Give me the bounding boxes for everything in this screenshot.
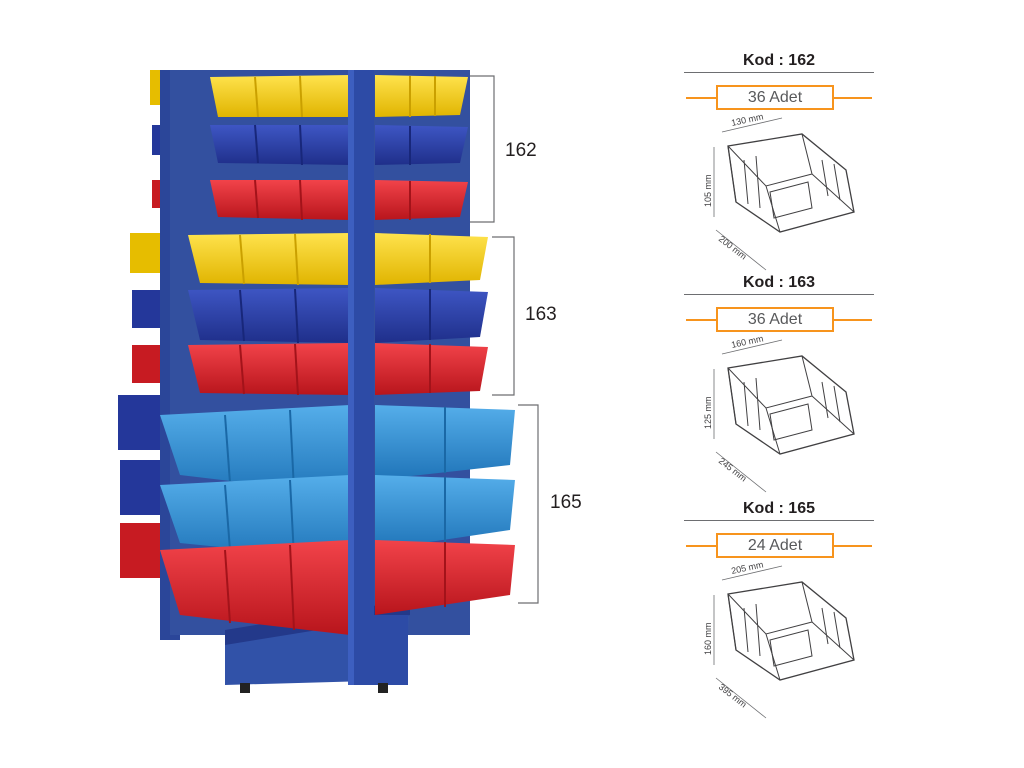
width-label: 130 mm <box>730 112 764 128</box>
bin-row-lightblue-large-2 <box>160 475 515 560</box>
bin-row-navy-medium <box>188 288 488 344</box>
quantity-box: 24 Adet <box>716 533 834 558</box>
orange-tick-right <box>834 319 872 321</box>
bin-row-yellow-medium <box>188 233 488 286</box>
bin-row-red-medium <box>188 343 488 396</box>
divider <box>684 72 874 73</box>
quantity-box: 36 Adet <box>716 85 834 110</box>
bin-drawing: 130 mm 105 mm 200 mm <box>703 112 855 271</box>
depth-label: 245 mm <box>717 456 749 484</box>
bin-row-red-small <box>210 179 468 221</box>
kod-title: Kod : 165 <box>742 500 815 517</box>
kod-title: Kod : 162 <box>742 52 815 69</box>
width-label: 205 mm <box>730 560 764 576</box>
orange-tick-right <box>834 545 872 547</box>
depth-label: 200 mm <box>717 234 749 262</box>
bin-drawing: 160 mm 125 mm 245 mm <box>703 334 855 493</box>
depth-label: 395 mm <box>717 682 749 710</box>
height-label: 105 mm <box>703 174 713 207</box>
bin-drawing: 205 mm 160 mm 395 mm <box>703 560 855 719</box>
bracket-label-163: 163 <box>525 304 557 325</box>
height-label: 160 mm <box>703 622 713 655</box>
bracket-label-162: 162 <box>505 140 537 161</box>
orange-tick-left <box>686 545 716 547</box>
bin-row-lightblue-large-1 <box>160 405 515 495</box>
divider <box>684 520 874 521</box>
bin-row-navy-small <box>210 124 468 166</box>
bin-row-yellow-small <box>210 75 468 118</box>
bin-rack-image <box>118 70 515 693</box>
bin-row-red-large <box>160 540 515 635</box>
bracket-label-165: 165 <box>550 492 582 513</box>
divider <box>684 294 874 295</box>
quantity-box: 36 Adet <box>716 307 834 332</box>
orange-tick-left <box>686 319 716 321</box>
orange-tick-left <box>686 97 716 99</box>
width-label: 160 mm <box>730 334 764 350</box>
orange-tick-right <box>834 97 872 99</box>
size-brackets <box>470 75 539 604</box>
height-label: 125 mm <box>703 396 713 429</box>
kod-title: Kod : 163 <box>742 274 815 291</box>
